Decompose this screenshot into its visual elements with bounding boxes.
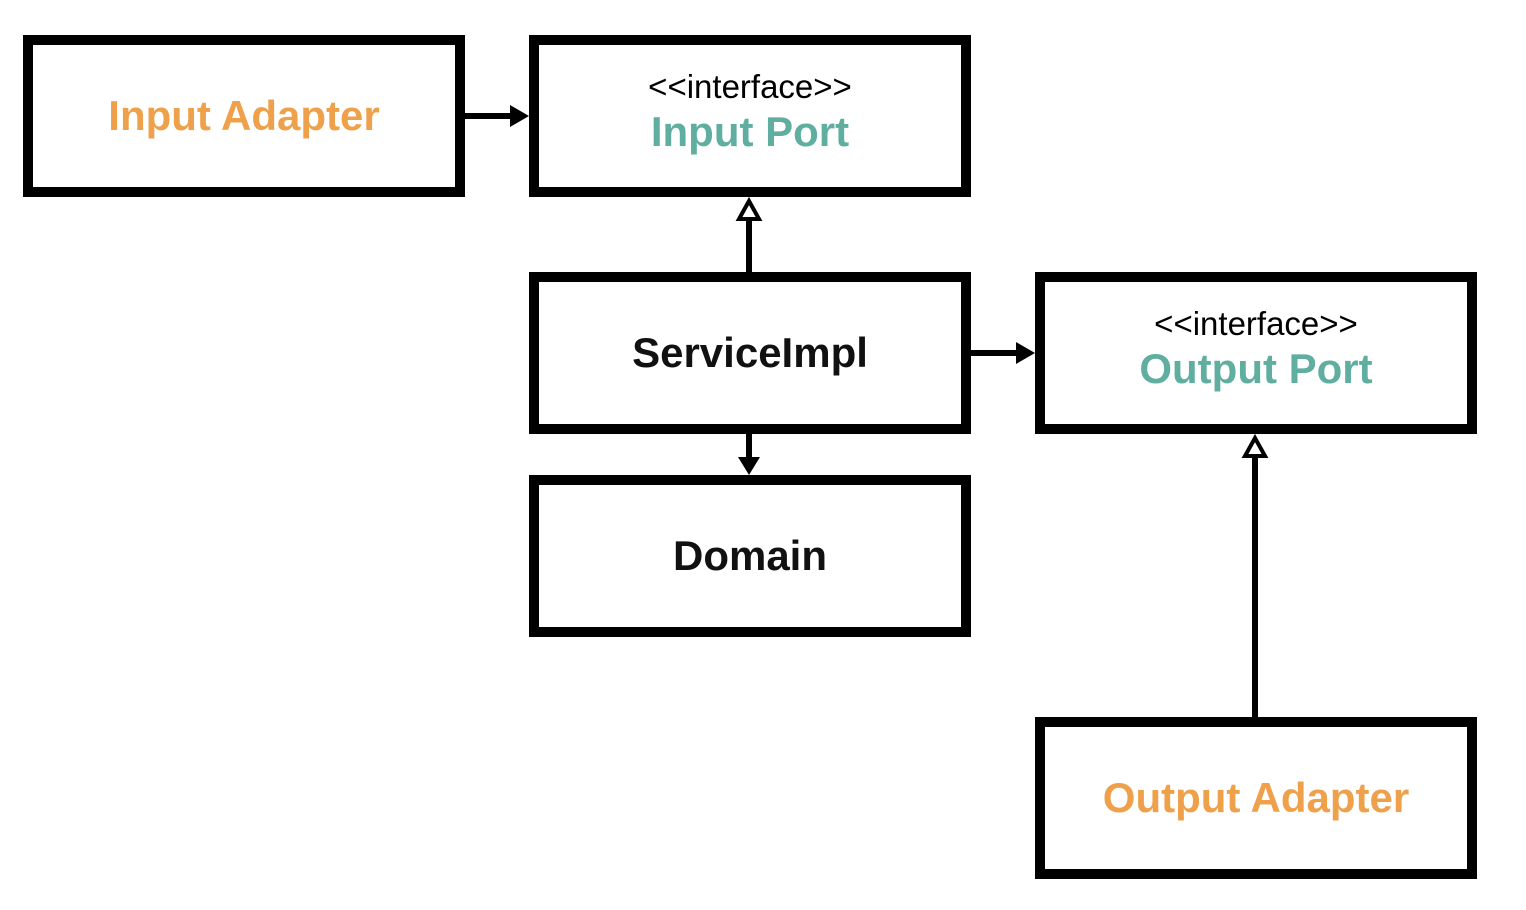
service-impl-title: ServiceImpl (632, 329, 868, 376)
arrowhead-hollow (1241, 433, 1269, 458)
edge-service-impl-to-output-port (971, 342, 1035, 364)
output-adapter-title: Output Adapter (1102, 774, 1410, 821)
output-port-box: <<interface>> Output Port (1035, 272, 1477, 434)
input-port-title: Input Port (650, 108, 850, 155)
output-port-title: Output Port (1139, 345, 1373, 392)
input-adapter-box: Input Adapter (23, 35, 465, 197)
input-port-box: <<interface>> Input Port (529, 35, 971, 197)
domain-box: Domain (529, 475, 971, 637)
domain-title: Domain (672, 532, 827, 579)
output-port-stereotype: <<interface>> (1154, 305, 1358, 342)
arrowhead-filled (510, 105, 529, 127)
service-impl-box: ServiceImpl (529, 272, 971, 434)
input-port-stereotype: <<interface>> (648, 68, 852, 105)
arrowhead-filled (1016, 342, 1035, 364)
edge-output-adapter-to-output-port (1241, 433, 1269, 717)
input-adapter-title: Input Adapter (108, 92, 380, 139)
arrowhead-hollow (735, 196, 763, 221)
output-adapter-box: Output Adapter (1035, 717, 1477, 879)
edge-input-adapter-to-input-port (465, 105, 529, 127)
arrowhead-filled (738, 457, 760, 475)
edge-service-impl-to-input-port (735, 196, 763, 272)
edge-service-impl-to-domain (738, 434, 760, 475)
